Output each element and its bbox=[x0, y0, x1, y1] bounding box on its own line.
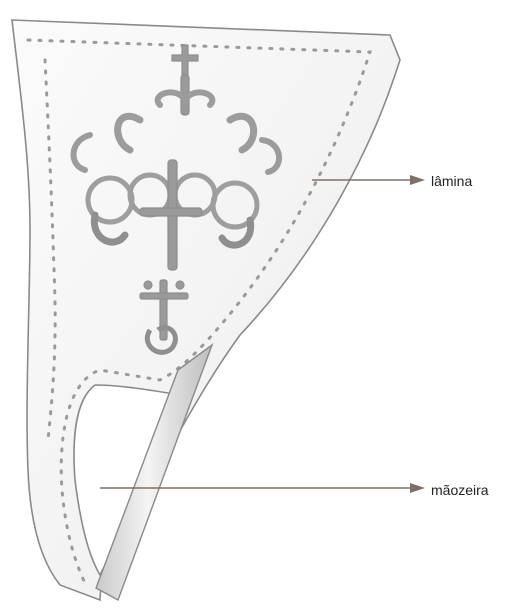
leader-arrow-blade bbox=[410, 175, 425, 185]
blade-label: lâmina bbox=[431, 173, 472, 189]
grip-label: mãozeira bbox=[431, 482, 489, 498]
blade-shape bbox=[12, 20, 400, 600]
leader-arrow-grip bbox=[410, 483, 425, 493]
